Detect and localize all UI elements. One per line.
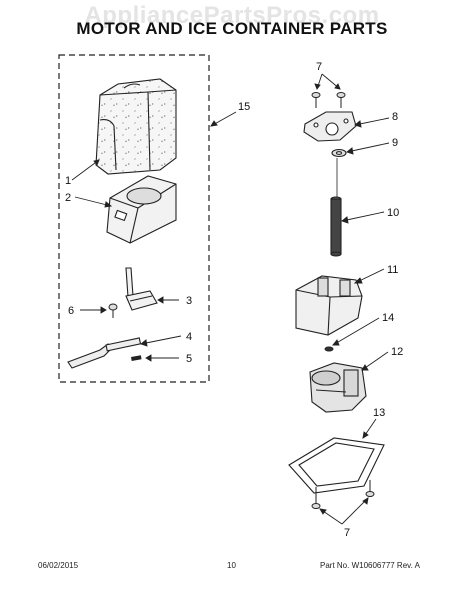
bracket-part — [125, 267, 158, 311]
screw-pair-top — [311, 92, 346, 108]
shaft-arm-part — [67, 337, 142, 369]
callout-14: 14 — [382, 312, 394, 324]
callout-9: 9 — [392, 137, 398, 149]
auger-housing-part — [106, 175, 177, 244]
screw-part-6 — [108, 303, 118, 318]
footer-page: 10 — [227, 561, 236, 570]
callout-10: 10 — [387, 207, 399, 219]
washer-part — [331, 148, 347, 158]
assembly-dashed-border — [58, 54, 210, 383]
callout-11: 11 — [387, 264, 398, 276]
footer-part-number: Part No. W10606777 Rev. A — [320, 561, 420, 570]
callout-3: 3 — [186, 295, 192, 307]
callout-12: 12 — [391, 346, 403, 358]
gasket-part — [288, 437, 385, 494]
small-washer-part — [324, 346, 334, 352]
page-title: MOTOR AND ICE CONTAINER PARTS — [76, 19, 388, 38]
callout-6: 6 — [68, 305, 74, 317]
motor-part — [309, 362, 367, 413]
callout-7-top: 7 — [316, 61, 322, 73]
footer-date: 06/02/2015 — [38, 561, 79, 570]
callout-1: 1 — [65, 175, 71, 187]
callout-13: 13 — [373, 407, 385, 419]
motor-cover-part — [295, 275, 363, 336]
callout-15: 15 — [238, 101, 250, 113]
pin-part-5 — [130, 355, 142, 361]
callout-8: 8 — [392, 111, 398, 123]
callout-5: 5 — [186, 353, 192, 365]
screw-pair-bottom — [311, 480, 375, 509]
callout-7-bottom: 7 — [344, 527, 350, 539]
mount-plate-part — [303, 111, 357, 142]
callout-4: 4 — [186, 331, 192, 343]
callout-2: 2 — [65, 192, 71, 204]
watermark: AppliancePartsPros.com — [84, 2, 380, 29]
shaft-part — [330, 196, 342, 257]
leader-lines — [71, 73, 390, 525]
ice-container-part — [95, 78, 177, 175]
